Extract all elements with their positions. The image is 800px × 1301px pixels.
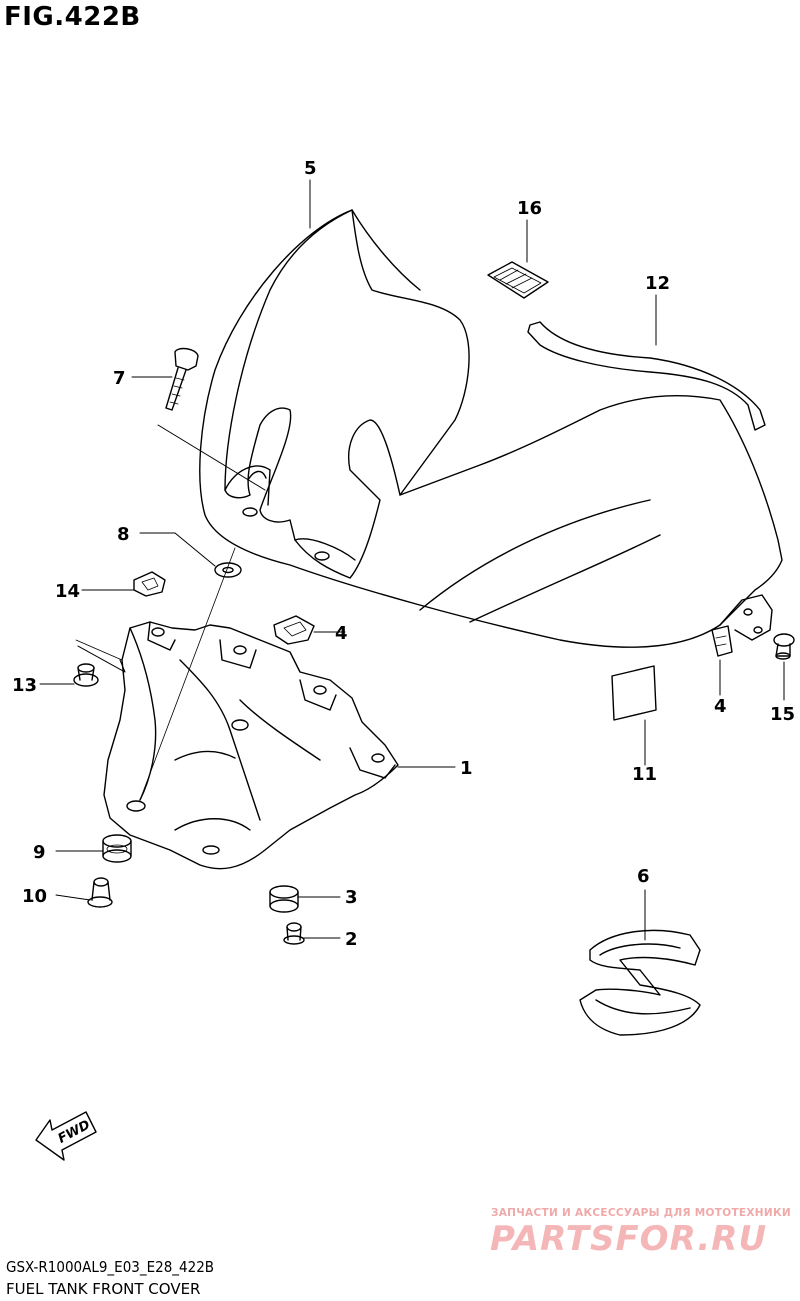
part-emblem-6 [579,929,701,1036]
callout-13: 13 [12,675,37,696]
fwd-arrow [35,1111,97,1161]
part-collar-10 [87,877,113,908]
part-pad-11 [611,665,657,721]
callout-3: 3 [345,887,358,908]
callout-2: 2 [345,929,358,950]
watermark-tagline: ЗАПЧАСТИ И АКСЕССУАРЫ ДЛЯ МОТОТЕХНИКИ [491,1207,791,1219]
part-clip-nut-4a [273,615,315,645]
leader-lines [39,179,785,941]
part-screw-13 [73,663,99,687]
callout-11: 11 [632,764,657,785]
part-grommet-9 [102,834,132,863]
part-washer-8 [214,562,242,578]
part-strip-12 [527,321,766,431]
callout-10: 10 [22,886,47,907]
callout-12: 12 [645,273,670,294]
part-pad-16 [487,261,549,299]
figure-title: FIG.422B [4,2,141,32]
callout-15: 15 [770,704,795,725]
part-bolt-7 [165,347,199,411]
callout-4b: 4 [714,696,727,717]
callout-5: 5 [304,158,317,179]
diagram-code: GSX-R1000AL9_E03_E28_422B [6,1258,215,1276]
callout-14: 14 [55,581,80,602]
part-under-cover-1 [103,621,399,870]
fwd-label: FWD [56,1118,93,1147]
part-fuel-tank-front-cover [199,209,783,648]
part-clip-14 [133,571,166,597]
callout-7: 7 [113,368,126,389]
part-clip-nut-4b [711,625,733,657]
part-rivet-15 [773,633,795,660]
watermark-brand: PARTSFOR.RU [490,1219,768,1259]
part-grommet-3 [269,885,299,913]
callout-1: 1 [460,758,473,779]
callout-4a: 4 [335,623,348,644]
diagram-name: FUEL TANK FRONT COVER [6,1280,201,1298]
callout-6: 6 [637,866,650,887]
callout-8: 8 [117,524,130,545]
callout-9: 9 [33,842,46,863]
callout-16: 16 [517,198,542,219]
part-bolt-2 [283,922,305,945]
